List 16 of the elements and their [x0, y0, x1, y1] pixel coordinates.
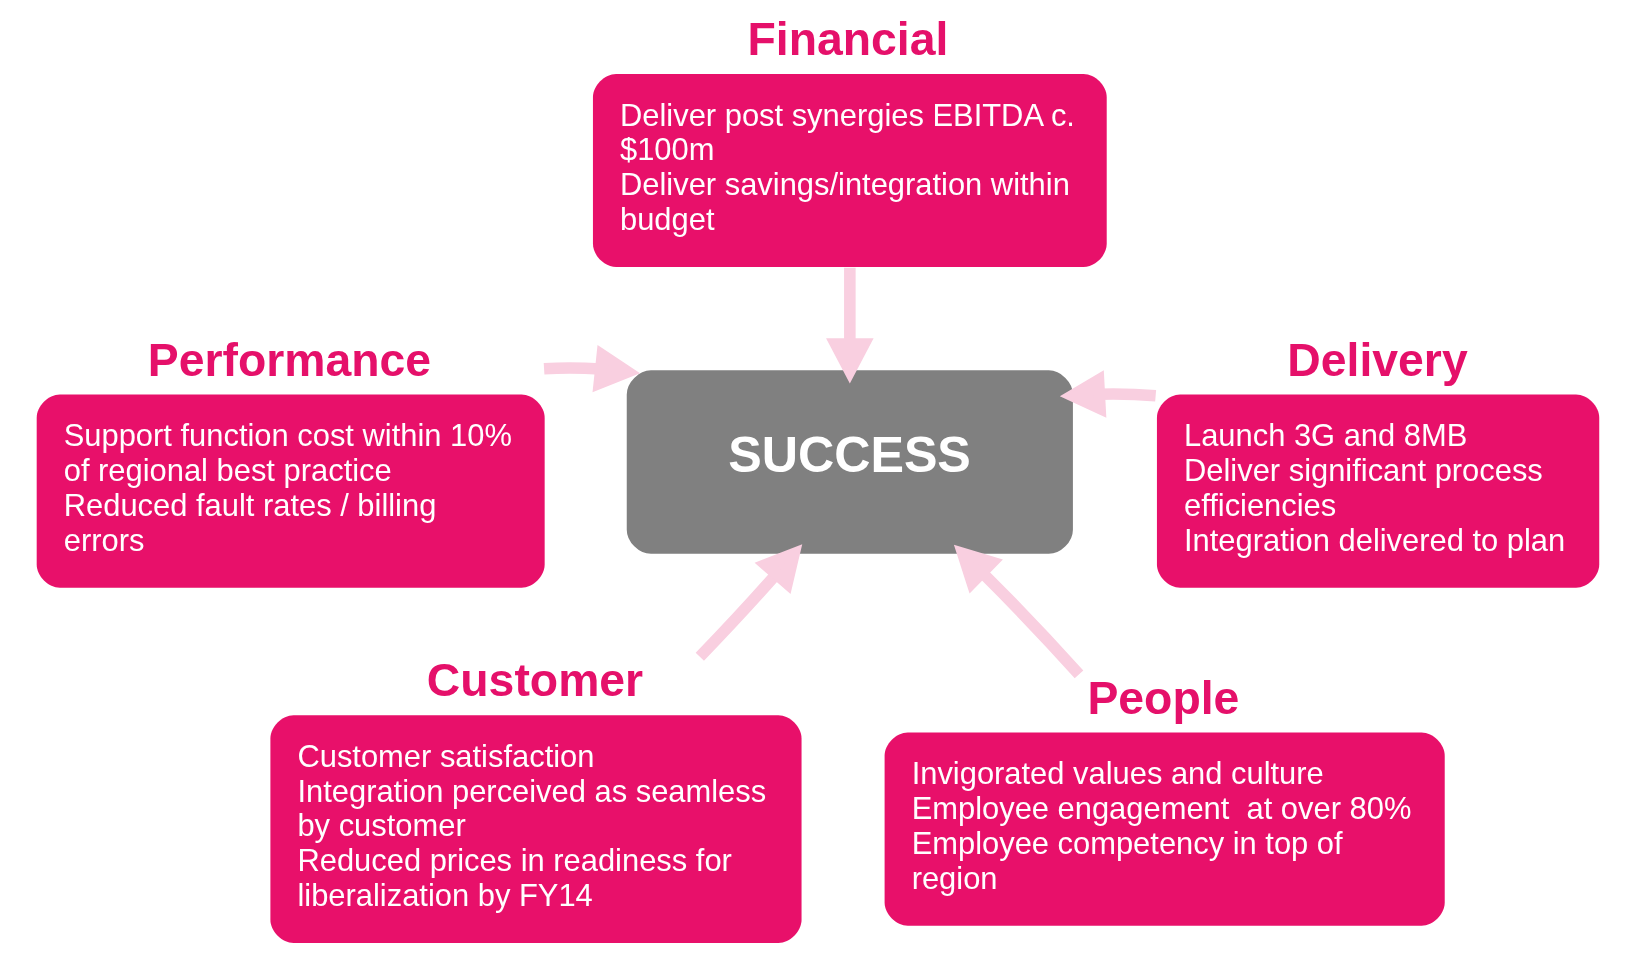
node-box: Launch 3G and 8MB Deliver significant process efficiencies Integration delivered to plan	[1156, 394, 1599, 588]
node-box: SUCCESS	[626, 370, 1073, 554]
arrow	[695, 544, 802, 661]
node-box: Support function cost within 10% of regional best practice Reduced fault rates / billing errors	[36, 394, 545, 588]
arrow	[953, 544, 1083, 679]
node-label: People	[1086, 671, 1239, 724]
node-label: Performance	[147, 333, 431, 386]
node-box: Invigorated values and culture Employee engagement at over 80% Employee competency in top of region	[884, 732, 1445, 926]
arrow	[543, 344, 640, 393]
arrow	[825, 267, 874, 384]
arrow	[1059, 370, 1156, 418]
node-label: Customer	[426, 654, 643, 707]
node-box: Customer satisfaction Integration perceived as seamless by customer Reduced prices in readiness for liberalization by FY14	[269, 715, 802, 944]
node-label: Delivery	[1286, 333, 1468, 386]
node-label: Financial	[746, 12, 948, 65]
node-box: Deliver post synergies EBITDA c. $100m Deliver savings/integration within budget	[592, 73, 1107, 268]
